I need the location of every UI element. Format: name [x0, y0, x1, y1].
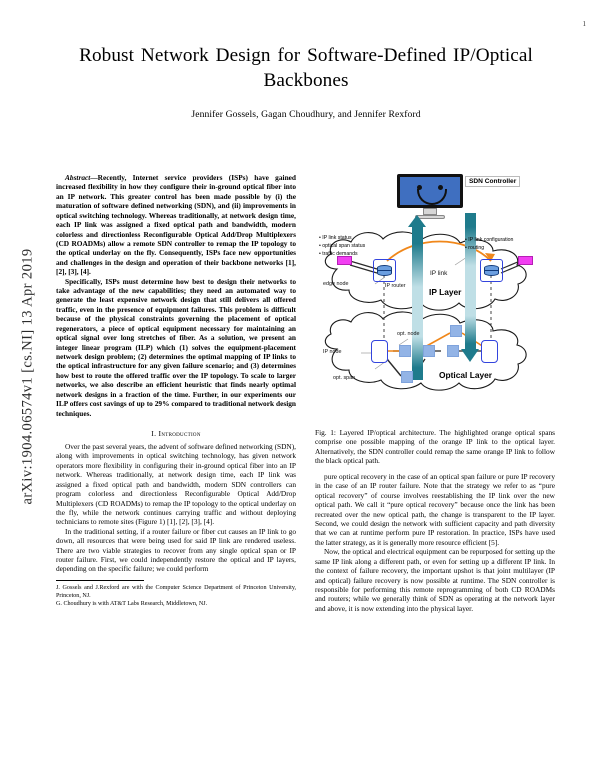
smiley-mouth-icon [417, 189, 447, 205]
downstream-control-bullets: • IP link configuration • routing [465, 237, 514, 251]
right-column: SDN Controller • IP link status • optica… [315, 173, 555, 613]
opt-span-label: opt. span [333, 375, 356, 381]
abstract-paragraph-1: Abstract—Recently, Internet service prov… [56, 173, 296, 277]
telemetry-arrow-up-head [408, 215, 426, 227]
ip-router-left-box [373, 259, 396, 282]
edge-node-label: edge node [323, 281, 349, 287]
orange-ip-link [386, 240, 495, 262]
ip-router-label: IP router [385, 283, 406, 289]
edge-node-left [337, 256, 352, 265]
monitor-screen [397, 174, 463, 208]
telemetry-arrow-up [412, 225, 423, 380]
left-column: Abstract—Recently, Internet service prov… [56, 173, 296, 613]
control-arrow-down [465, 213, 476, 352]
ip-router-left [373, 259, 396, 282]
opt-node-5 [401, 371, 413, 383]
ip-layer-cloud [324, 231, 527, 311]
optical-ip-node-left [371, 340, 388, 363]
edge-node-right [518, 256, 533, 265]
sdn-controller-label: SDN Controller [465, 176, 521, 187]
abstract-text-1: Recently, Internet service providers (IS… [56, 173, 296, 277]
page-title: Robust Network Design for Software-Defin… [79, 45, 533, 91]
footnote-divider [56, 579, 144, 581]
opt-node-3 [447, 345, 459, 357]
control-arrow-down-head [461, 349, 479, 362]
arxiv-stamp: arXiv:1904.06574v1 [cs.NI] 13 Apr 2019 [19, 248, 36, 505]
section-heading-introduction: I. Introduction [151, 428, 201, 438]
intro-paragraph-1: Over the past several years, the advent … [56, 441, 296, 527]
ip-router-right-line [485, 270, 498, 271]
opt-node-label: opt. node [397, 331, 420, 337]
ip-node-label: IP node [323, 349, 342, 355]
two-column-body: Abstract—Recently, Internet service prov… [56, 173, 556, 613]
abstract-paragraph-2: Specifically, ISPs must determine how be… [56, 276, 296, 418]
footnote-line-2: G. Choudhury is with AT&T Labs Research,… [56, 600, 208, 607]
figure-1-graphic: SDN Controller • IP link status • optica… [315, 173, 555, 425]
opt-node-1 [399, 345, 411, 357]
optical-layer-label: Optical Layer [439, 370, 493, 380]
right-column-paragraph-1: pure optical recovery in the case of an … [315, 471, 555, 547]
author-list: Jennifer Gossels, Gagan Choudhury, and J… [191, 109, 421, 121]
smiley-eye-left-icon [417, 185, 422, 190]
opt-node-4 [450, 325, 462, 337]
ip-router-right [480, 259, 503, 282]
paper-header: Robust Network Design for Software-Defin… [56, 44, 556, 120]
ip-router-left-line [378, 270, 391, 271]
smiley-eye-right-icon [438, 185, 443, 190]
footnote-line-1: J. Gossels and J.Rexford are with the Co… [56, 584, 296, 599]
sdn-controller-monitor [397, 174, 463, 219]
abstract-dash: — [90, 173, 98, 182]
optical-ip-node-right [481, 340, 498, 363]
figure-1-caption: Fig. 1: Layered IP/optical architecture.… [315, 428, 555, 466]
ip-layer-label: IP Layer [429, 287, 462, 297]
intro-paragraph-2: In the traditional setting, if a router … [56, 526, 296, 574]
monitor-neck [423, 208, 437, 215]
optical-layer-cloud [324, 311, 527, 391]
figure-1: SDN Controller • IP link status • optica… [315, 173, 555, 466]
abstract-label: Abstract [65, 173, 91, 182]
edge-node-connectors [349, 260, 521, 274]
page-number: 1 [582, 20, 587, 28]
ip-link-label: IP link [430, 270, 448, 277]
right-column-paragraph-2: Now, the optical and electrical equipmen… [315, 547, 555, 613]
upstream-telemetry-bullets: • IP link status • optical span status •… [319, 235, 366, 257]
opt-node-2 [423, 345, 435, 357]
ip-router-right-box [480, 259, 503, 282]
